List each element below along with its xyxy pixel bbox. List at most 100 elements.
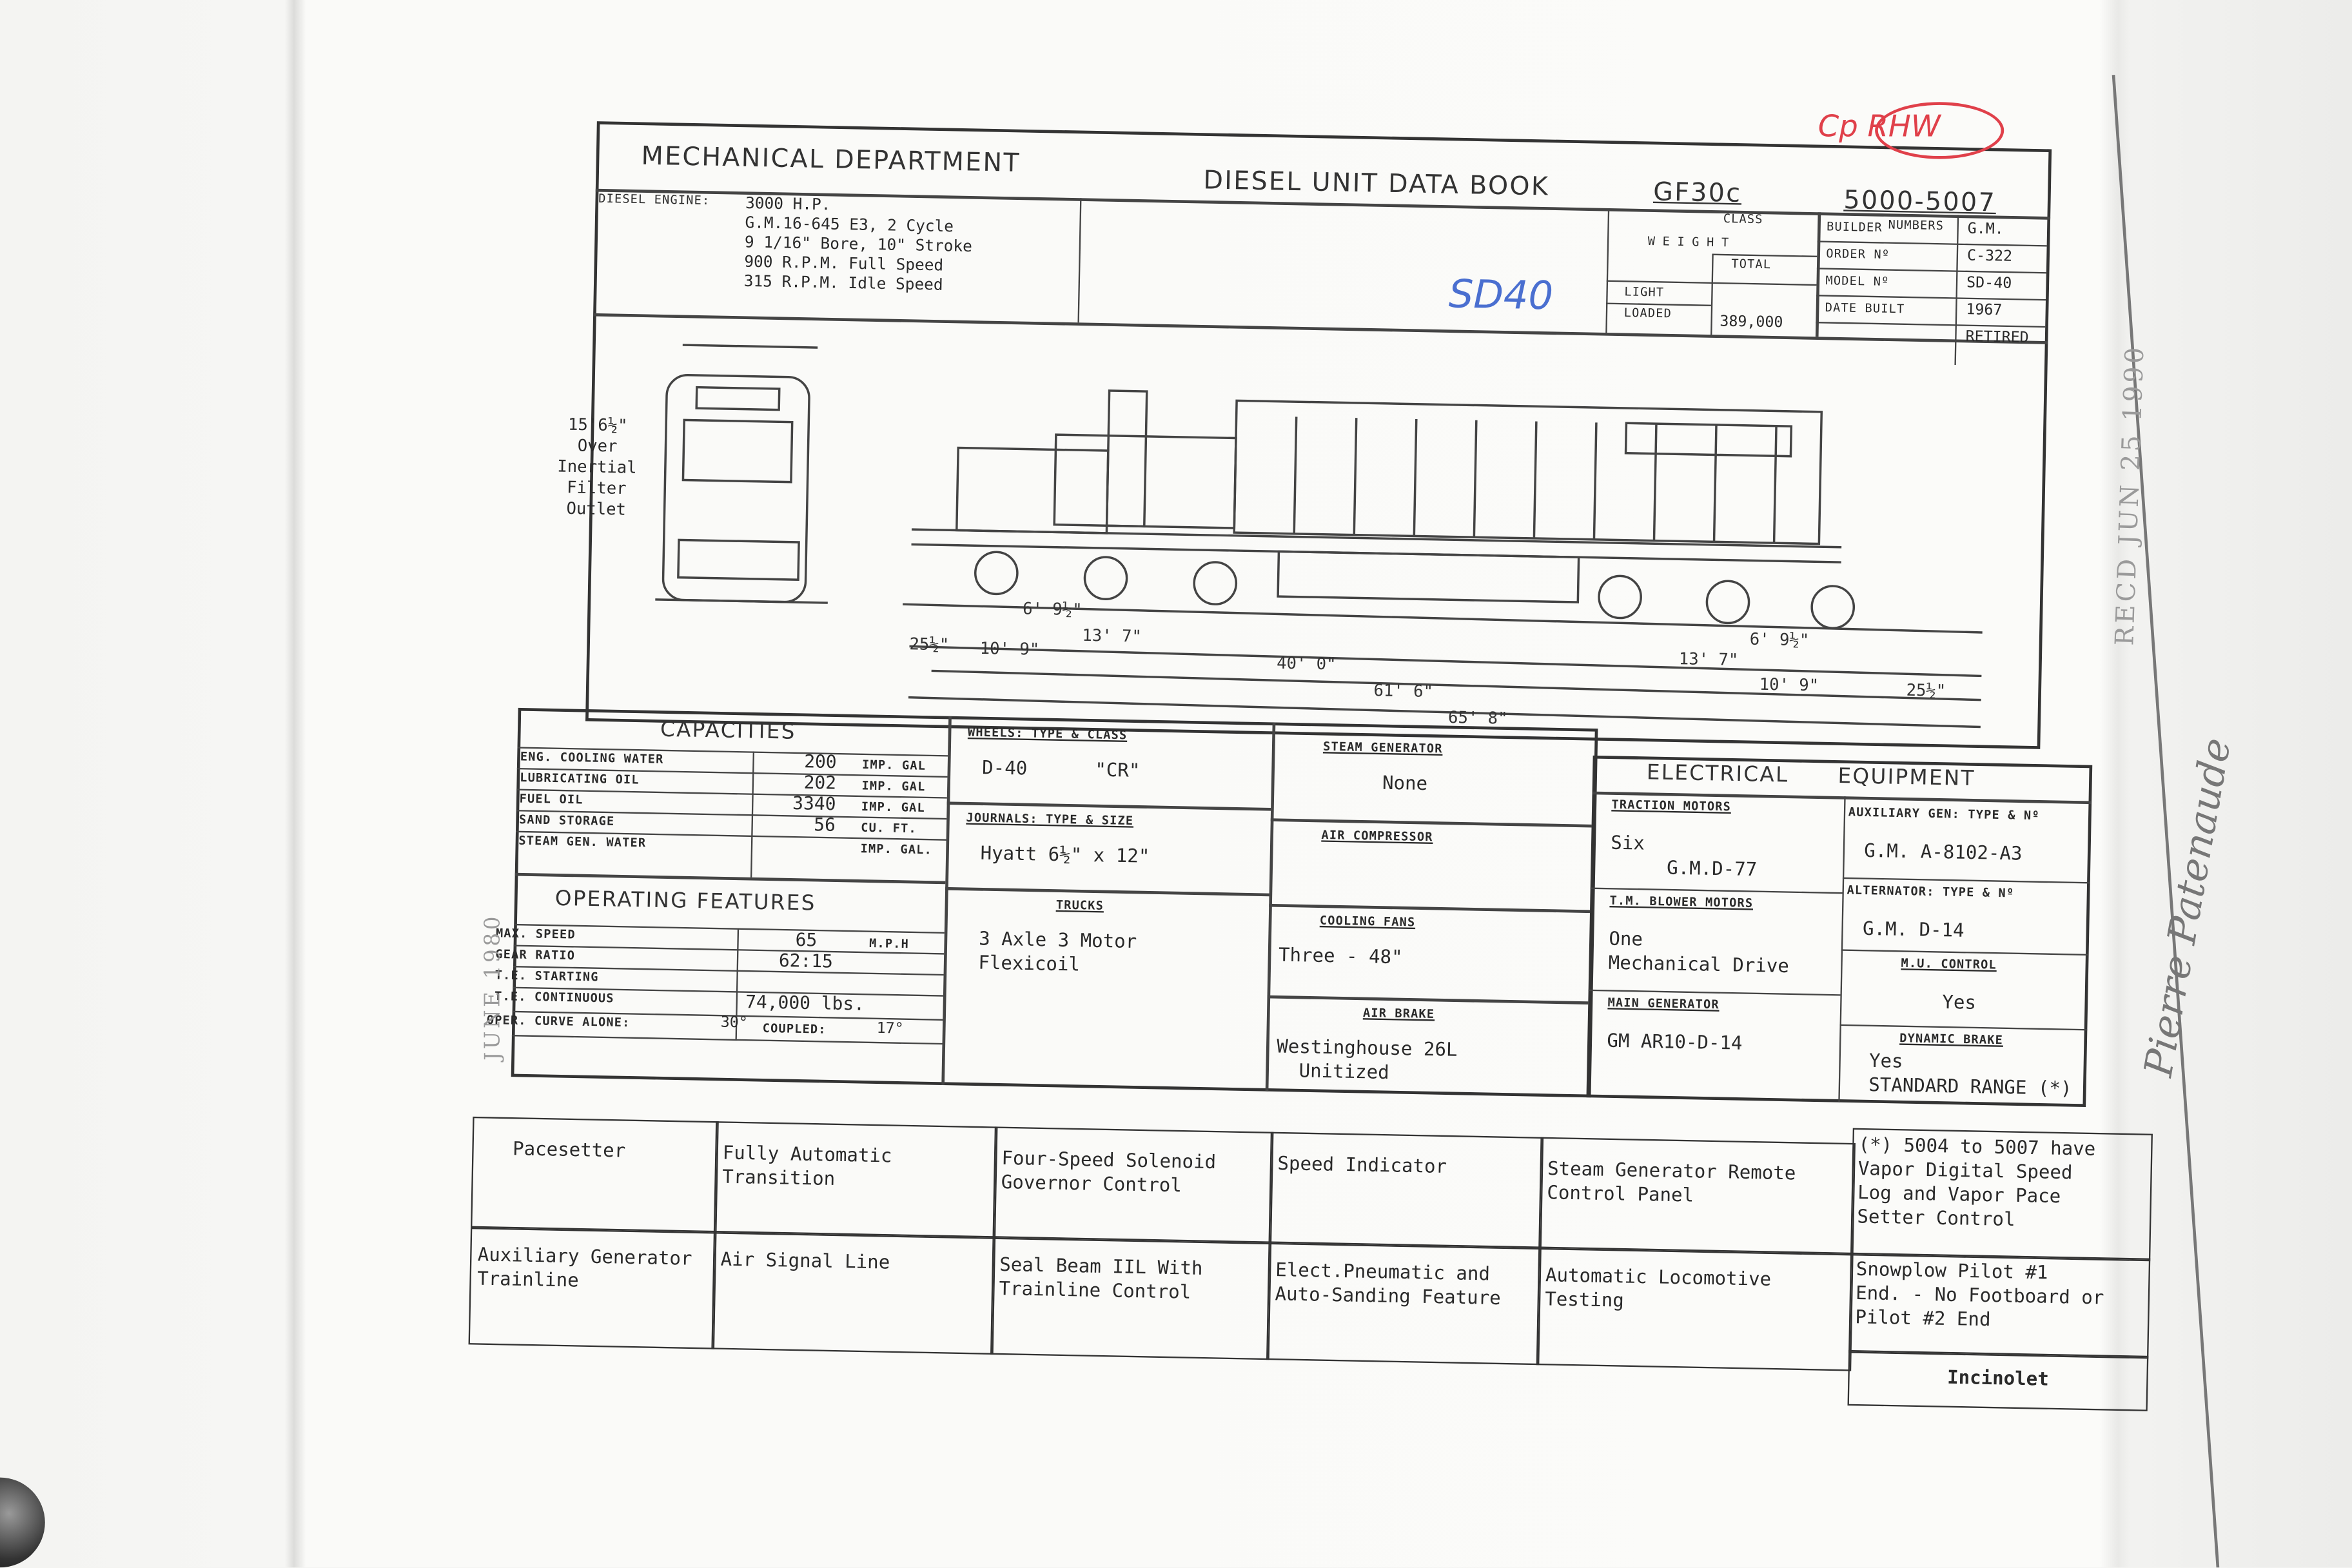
dim-rear-overhang: 25½" xyxy=(1906,681,1946,701)
wheel xyxy=(1193,561,1238,605)
notes-column: (*) 5004 to 5007 have Vapor Digital Spee… xyxy=(15,0,2352,1411)
end-view-nose xyxy=(681,418,794,484)
red-circle xyxy=(1875,102,2004,159)
wheel xyxy=(1083,556,1128,601)
operating-title: OPERATING FEATURES xyxy=(554,887,817,916)
builder-value: C-322 xyxy=(1966,248,2013,266)
electrical-value: GM AR10-D-14 xyxy=(1607,1028,1743,1054)
operating-value: 74,000 lbs. xyxy=(745,991,865,1015)
dim-rear-wheelbase: 13' 7" xyxy=(1679,649,1739,670)
electrical-label: M.U. CONTROL xyxy=(1901,956,1997,972)
class-label: CLASS xyxy=(1723,211,1763,226)
note-cell: Snowplow Pilot #1 End. - No Footboard or… xyxy=(1848,1252,2151,1358)
capacity-unit: CU. FT. xyxy=(861,821,917,836)
note-line: Outlet xyxy=(566,498,627,520)
operating-label: MAX. SPEED xyxy=(495,926,576,942)
end-view-note: 15'6½" Over Inertial Filter Outlet xyxy=(556,415,638,521)
fuel-tank xyxy=(1277,550,1580,603)
dim-line xyxy=(909,645,1982,678)
weight-label: WEIGHT xyxy=(1647,234,1737,250)
capacity-unit: IMP. GAL xyxy=(861,799,926,815)
capacity-label: SAND STORAGE xyxy=(518,812,615,828)
feature-cell: Speed Indicator xyxy=(1268,1132,1543,1249)
running-gear-value: D-40 "CR" xyxy=(981,756,1141,781)
capacity-unit: IMP. GAL xyxy=(861,779,926,794)
dim-front-axle: 6' 9½" xyxy=(1023,599,1083,620)
running-gear-value: Hyatt 6½" x 12" xyxy=(980,841,1150,867)
dim-front-end: 10' 9" xyxy=(980,639,1040,660)
wheel xyxy=(1705,580,1750,625)
side-view xyxy=(903,389,1983,729)
long-hood xyxy=(1233,399,1823,545)
capacity-label: ENG. COOLING WATER xyxy=(520,750,664,767)
electrical-label: T.M. BLOWER MOTORS xyxy=(1609,894,1754,910)
dim-truck-centers: 40' 0" xyxy=(1277,654,1337,674)
builder-label: ORDER Nº xyxy=(1826,246,1890,262)
electrical-value: G.M. A-8102-A3 xyxy=(1864,838,2023,865)
numbers-value: 5000-5007 xyxy=(1843,186,1997,219)
dim-front-overhang: 25½" xyxy=(909,634,949,654)
feature-cell: Air Signal Line xyxy=(711,1230,995,1354)
end-view-width-dim xyxy=(682,344,818,349)
dim-over-all: 65' 8" xyxy=(1448,708,1508,729)
curve-alone-label: OPER. CURVE ALONE: xyxy=(486,1013,631,1030)
builder-value: G.M. xyxy=(1967,220,2004,239)
capacity-value: 3340 xyxy=(792,792,836,815)
note-line: Filter xyxy=(566,478,627,499)
capacity-value: 200 xyxy=(803,750,838,773)
note-cell: (*) 5004 to 5007 have Vapor Digital Spee… xyxy=(1850,1128,2153,1261)
auxiliary-label: COOLING FANS xyxy=(1319,914,1416,930)
feature-cell: Auxiliary Generator Trainline xyxy=(468,1226,716,1349)
locomotive-drawing: 6' 9½" 13' 7" 25½" 10' 9" 40' 0" 61' 6" … xyxy=(655,344,1983,729)
feature-cell: Seal Beam IIL With Trainline Control xyxy=(990,1236,1271,1360)
running-gear-value: 3 Axle 3 Motor Flexicoil xyxy=(978,926,1137,975)
wheel xyxy=(1598,574,1642,620)
feature-cell: Elect.Pneumatic and Auto-Sanding Feature xyxy=(1266,1241,1541,1365)
dim-rear-axle: 6' 9½" xyxy=(1750,630,1810,651)
dim-line xyxy=(931,669,1981,701)
electrical-label: MAIN GENERATOR xyxy=(1607,995,1720,1012)
feature-cell: Fully Automatic Transition xyxy=(713,1121,997,1239)
radiator-grille xyxy=(1624,422,1793,458)
operating-label: T.E. STARTING xyxy=(495,968,599,985)
auxiliary-value: Three - 48" xyxy=(1278,943,1403,968)
cab-front xyxy=(1105,389,1148,528)
capacities-title: CAPACITIES xyxy=(660,718,797,745)
electrical-value: Yes STANDARD RANGE (*) xyxy=(1868,1048,2072,1099)
auxiliary-label: AIR COMPRESSOR xyxy=(1321,828,1433,845)
end-view xyxy=(655,344,828,604)
capacity-value: 56 xyxy=(813,814,836,836)
capacity-label: FUEL OIL xyxy=(519,792,583,807)
capacity-value: 202 xyxy=(803,772,837,794)
operating-label: GEAR RATIO xyxy=(495,947,576,963)
numbers-label: NUMBERS xyxy=(1888,218,1945,233)
feature-cell: Automatic Locomotive Testing xyxy=(1536,1246,1853,1371)
short-hood xyxy=(955,446,1110,534)
capacity-unit: IMP. GAL xyxy=(861,758,926,773)
curve-alone-value: 30° xyxy=(720,1015,748,1032)
builder-label: MODEL Nº xyxy=(1825,273,1890,289)
builder-label: DATE BUILT xyxy=(1825,300,1905,317)
electrical-label: DYNAMIC BRAKE xyxy=(1899,1031,2004,1047)
dim-front-wheelbase: 13' 7" xyxy=(1082,626,1142,647)
end-view-rail xyxy=(655,598,828,604)
capacity-label: STEAM GEN. WATER xyxy=(518,834,647,850)
curve-coupled-label: COUPLED: xyxy=(762,1021,827,1037)
dim-line xyxy=(908,696,1981,729)
capacity-label: LUBRICATING OIL xyxy=(520,770,640,787)
wheel xyxy=(1810,585,1856,629)
electrical-value: Six G.M.D-77 xyxy=(1610,830,1758,881)
weight-loaded-value: 389,000 xyxy=(1720,313,1783,332)
feature-cell: Pacesetter xyxy=(470,1116,718,1233)
note-cell: Incinolet xyxy=(1847,1349,2149,1411)
electrical-value: Yes xyxy=(1942,990,1977,1014)
class-value: GF30c xyxy=(1652,177,1742,210)
